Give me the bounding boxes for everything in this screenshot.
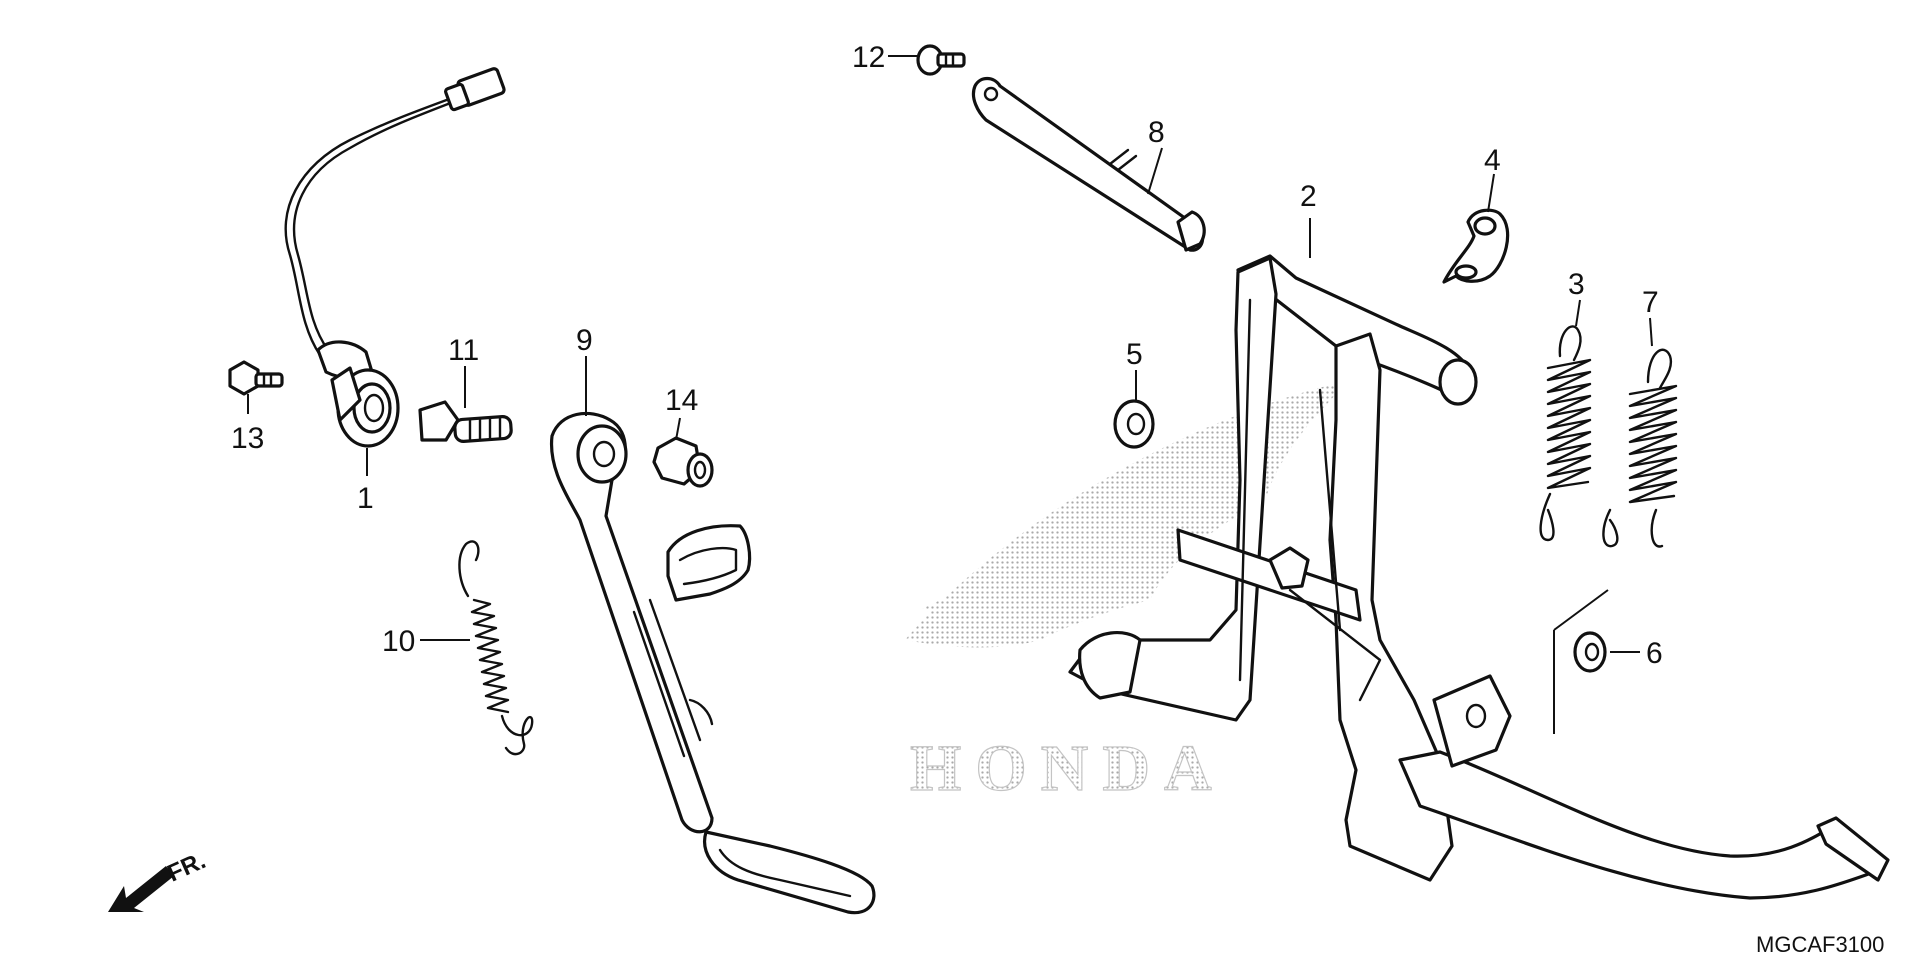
callout-2: 2 [1300, 180, 1317, 213]
callout-11: 11 [448, 334, 479, 367]
part-3-spring [1539, 325, 1592, 542]
callout-10: 10 [382, 625, 415, 658]
callout-8: 8 [1148, 116, 1165, 149]
part-13-bolt [228, 360, 284, 396]
callout-1: 1 [357, 482, 374, 515]
callout-9: 9 [576, 324, 593, 357]
part-4-bracket [1442, 208, 1510, 284]
fr-label: FR. [163, 847, 209, 887]
callout-5: 5 [1126, 338, 1143, 371]
arrow-left-icon [108, 866, 174, 912]
drawing-code: MGCAF3100 [1756, 932, 1884, 957]
callout-leaders [247, 55, 1653, 653]
part-7-spring [1602, 348, 1678, 548]
watermark-text: HONDA [910, 732, 1226, 805]
callout-7: 7 [1642, 286, 1659, 319]
callout-labels: 1 2 3 4 5 6 7 8 9 10 11 12 13 14 [231, 41, 1663, 670]
part-5-washer [1113, 399, 1155, 449]
part-12-screw [916, 44, 966, 76]
part-8-shaft [971, 76, 1206, 252]
part-10-spring [458, 540, 534, 756]
callout-6: 6 [1646, 637, 1663, 670]
callout-14: 14 [665, 384, 698, 417]
callout-12: 12 [852, 41, 885, 74]
part-9-side-stand [549, 411, 876, 915]
callout-3: 3 [1568, 268, 1585, 301]
callout-4: 4 [1484, 144, 1501, 177]
part-2-main-stand [1068, 254, 1890, 900]
part-1-sidestand-switch [284, 67, 506, 448]
part-11-pivot-bolt [418, 400, 513, 443]
part-14-nut [652, 436, 714, 488]
callout-13: 13 [231, 422, 264, 455]
part-6-washer [1553, 589, 1609, 734]
front-direction-marker: FR. [108, 847, 210, 912]
